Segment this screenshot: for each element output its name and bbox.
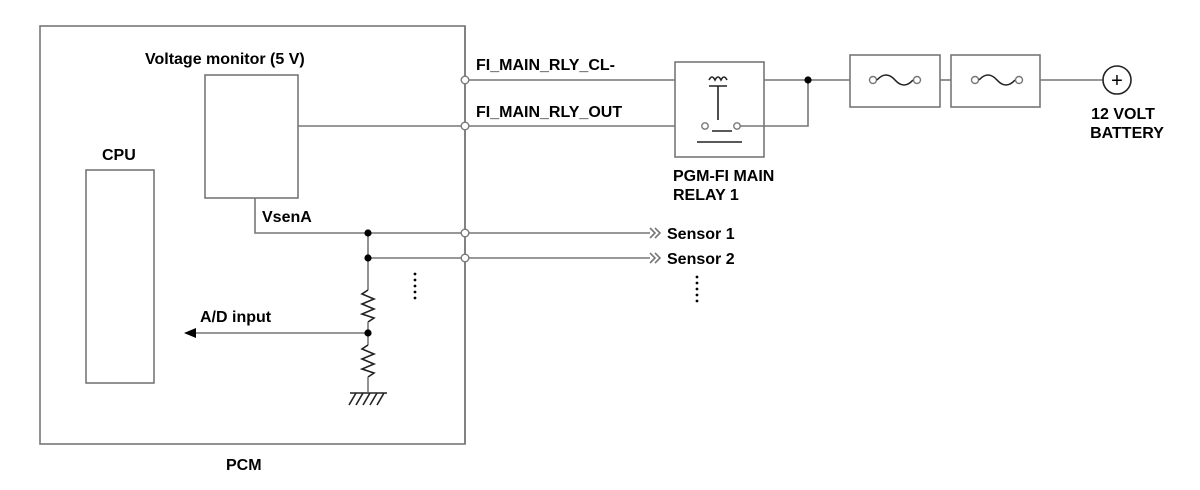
relay-label-line1: PGM-FI MAIN <box>673 168 774 185</box>
fi-main-rly-out-label: FI_MAIN_RLY_OUT <box>476 104 622 121</box>
junction-dot-divider <box>364 329 372 337</box>
battery-terminal-icon <box>1102 65 1132 95</box>
battery-label-line2: BATTERY <box>1090 125 1164 142</box>
ground-icon <box>348 392 387 406</box>
voltage-monitor-label: Voltage monitor (5 V) <box>145 51 305 68</box>
vsena-wire <box>254 198 650 234</box>
battery-plus-symbol: + <box>1111 70 1123 92</box>
terminal-sensor2 <box>460 253 470 263</box>
fuse-2-icon <box>970 74 1024 86</box>
ellipsis-sensors <box>695 275 699 303</box>
relay-contact-icon <box>697 122 742 143</box>
resistor-lower <box>359 344 377 378</box>
vsena-label: VsenA <box>262 209 312 226</box>
relay-feed-wire <box>740 80 809 127</box>
sensor1-label: Sensor 1 <box>667 226 735 243</box>
pcm-label: PCM <box>226 457 262 474</box>
fuse-1-icon <box>868 74 922 86</box>
battery-label-line1: 12 VOLT <box>1091 106 1155 123</box>
junction-dot-relay-feed <box>804 76 812 84</box>
resistor-upper <box>359 289 377 323</box>
voltage-monitor-box <box>204 74 299 199</box>
relay-label-line2: RELAY 1 <box>673 187 739 204</box>
junction-dot-vsena <box>364 229 372 237</box>
terminal-fi-main-rly-out <box>460 121 470 131</box>
fuse-2-box <box>950 54 1041 108</box>
sensor1-connector-icon <box>649 227 662 239</box>
ellipsis-pcm <box>413 272 417 300</box>
terminal-fi-main-rly-cl <box>460 75 470 85</box>
cpu-label: CPU <box>102 147 136 164</box>
cpu-box <box>85 169 155 384</box>
ad-input-label: A/D input <box>200 309 272 326</box>
fi-main-rly-cl-label: FI_MAIN_RLY_CL- <box>476 57 615 74</box>
junction-dot-sensor2 <box>364 254 372 262</box>
terminal-sensor1 <box>460 228 470 238</box>
ad-input-arrow-icon <box>184 328 196 338</box>
sensor2-label: Sensor 2 <box>667 251 735 268</box>
sensor2-connector-icon <box>649 252 662 264</box>
relay-coil-icon <box>708 76 728 120</box>
